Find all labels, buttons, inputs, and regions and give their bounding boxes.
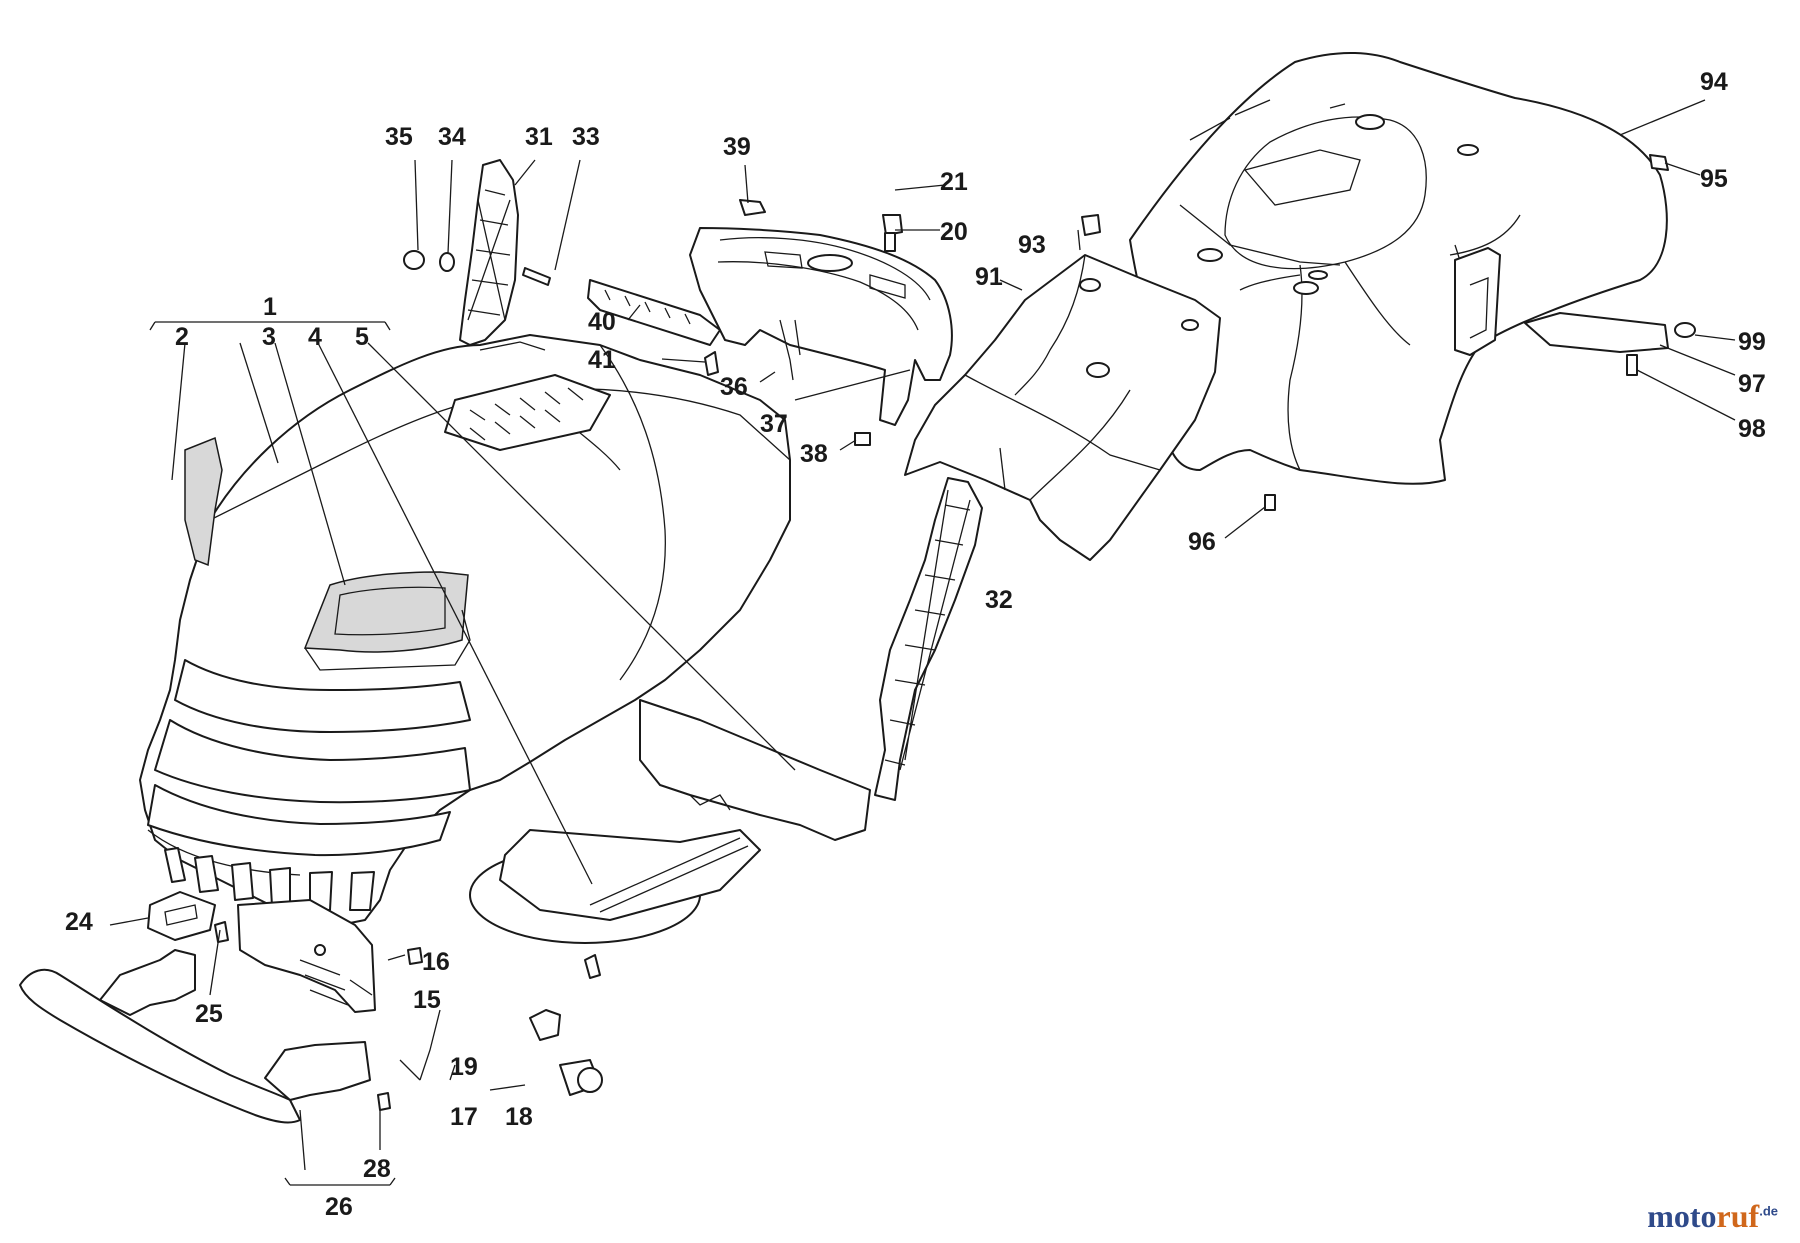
callout-34: 34 — [438, 123, 466, 151]
callout-35: 35 — [385, 123, 413, 151]
callout-33: 33 — [572, 123, 600, 151]
brand-suffix: .de — [1759, 1203, 1778, 1219]
callout-93: 93 — [1018, 231, 1046, 259]
callout-99: 99 — [1738, 328, 1766, 356]
callout-4: 4 — [308, 323, 322, 351]
front-bumper — [19, 949, 371, 1124]
callout-31: 31 — [525, 123, 553, 151]
brand-accent: ruf — [1716, 1198, 1760, 1234]
callout-94: 94 — [1700, 68, 1728, 96]
brand-main: moto — [1647, 1198, 1717, 1234]
callout-97: 97 — [1738, 370, 1766, 398]
brand-logo: motoruf.de — [1647, 1198, 1778, 1235]
callout-2: 2 — [175, 323, 189, 351]
callout-17: 17 — [450, 1103, 478, 1131]
rear-fender — [1129, 51, 1668, 485]
mower-deck — [469, 829, 761, 944]
front-mount-plate — [237, 899, 376, 1013]
callout-32: 32 — [985, 586, 1013, 614]
callout-26: 26 — [325, 1193, 353, 1221]
hardware — [214, 154, 1696, 1111]
callout-39: 39 — [723, 133, 751, 161]
battery-cover — [904, 254, 1221, 561]
callout-labels: 1 2 3 4 5 15 16 17 18 19 20 21 24 25 26 … — [65, 68, 1766, 1221]
callout-1: 1 — [263, 293, 277, 321]
callout-96: 96 — [1188, 528, 1216, 556]
callout-36: 36 — [720, 373, 748, 401]
callout-20: 20 — [940, 218, 968, 246]
callout-19: 19 — [450, 1053, 478, 1081]
callout-5: 5 — [355, 323, 369, 351]
callout-37: 37 — [760, 410, 788, 438]
callout-28: 28 — [363, 1155, 391, 1183]
callout-21: 21 — [940, 168, 968, 196]
callout-41: 41 — [588, 346, 616, 374]
callout-3: 3 — [262, 323, 276, 351]
callout-38: 38 — [800, 440, 828, 468]
callout-16: 16 — [422, 948, 450, 976]
callout-18: 18 — [505, 1103, 533, 1131]
callout-15: 15 — [413, 986, 441, 1014]
hood-bracket-left — [459, 159, 519, 346]
callout-98: 98 — [1738, 415, 1766, 443]
callout-91: 91 — [975, 263, 1003, 291]
callout-40: 40 — [588, 308, 616, 336]
callout-25: 25 — [195, 1000, 223, 1028]
callout-95: 95 — [1700, 165, 1728, 193]
hood-bracket-right — [874, 477, 983, 801]
engine-hood — [139, 334, 871, 926]
callout-24: 24 — [65, 908, 93, 936]
leader-lines — [109, 99, 1736, 1186]
bracket-plate — [147, 891, 216, 941]
